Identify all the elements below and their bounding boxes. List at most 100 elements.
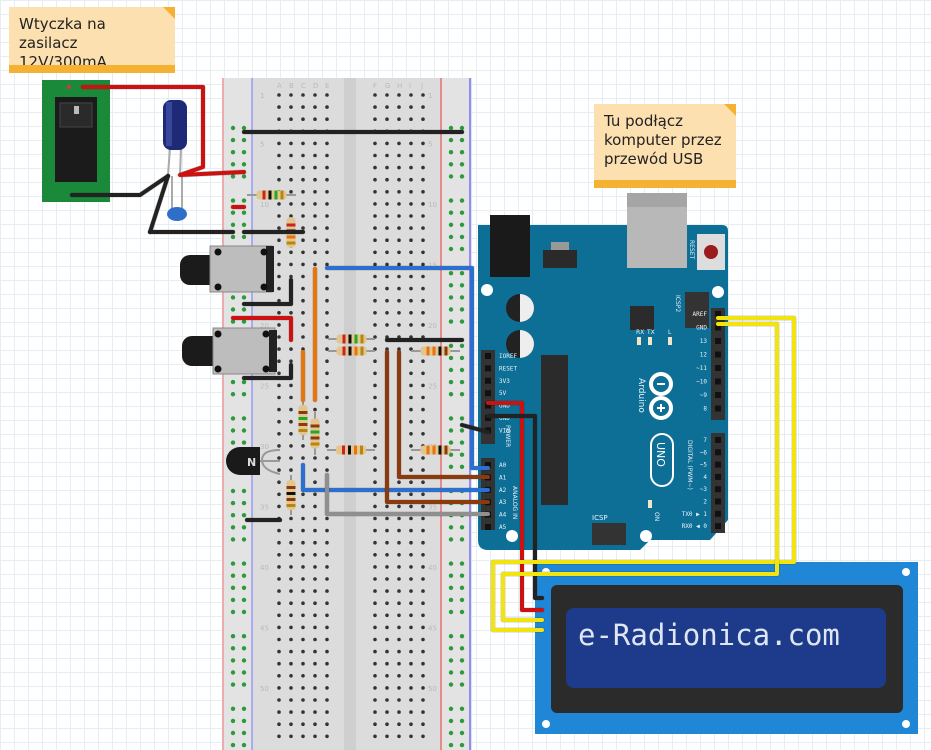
breadboard-hole[interactable] bbox=[409, 637, 413, 642]
digital-pin[interactable] bbox=[715, 437, 721, 443]
breadboard-hole[interactable] bbox=[313, 710, 317, 714]
breadboard-hole[interactable] bbox=[325, 516, 329, 521]
breadboard-hole[interactable] bbox=[277, 492, 281, 497]
rail-hole[interactable] bbox=[459, 210, 465, 215]
rail-hole[interactable] bbox=[230, 440, 236, 445]
breadboard-hole[interactable] bbox=[397, 274, 401, 279]
breadboard-hole[interactable] bbox=[277, 432, 281, 436]
breadboard-hole[interactable] bbox=[301, 456, 305, 460]
breadboard-hole[interactable] bbox=[409, 262, 413, 267]
breadboard-hole[interactable] bbox=[325, 202, 329, 206]
breadboard-hole[interactable] bbox=[325, 347, 329, 351]
rail-hole[interactable] bbox=[241, 513, 247, 518]
breadboard-hole[interactable] bbox=[325, 710, 329, 714]
breadboard-hole[interactable] bbox=[325, 456, 329, 460]
rail-hole[interactable] bbox=[448, 537, 454, 542]
breadboard-hole[interactable] bbox=[313, 528, 317, 533]
rail-hole[interactable] bbox=[448, 730, 454, 736]
breadboard-hole[interactable] bbox=[385, 734, 389, 739]
breadboard-hole[interactable] bbox=[385, 528, 389, 533]
breadboard-hole[interactable] bbox=[421, 686, 425, 690]
breadboard-hole[interactable] bbox=[397, 577, 401, 581]
breadboard-hole[interactable] bbox=[409, 480, 413, 485]
breadboard-hole[interactable] bbox=[313, 674, 317, 678]
rail-hole[interactable] bbox=[459, 343, 465, 348]
breadboard-hole[interactable] bbox=[277, 674, 281, 678]
breadboard-hole[interactable] bbox=[289, 202, 293, 206]
breadboard-hole[interactable] bbox=[409, 165, 413, 170]
breadboard-hole[interactable] bbox=[397, 649, 401, 654]
rail-hole[interactable] bbox=[241, 706, 247, 711]
rail-hole[interactable] bbox=[459, 198, 465, 203]
breadboard-hole[interactable] bbox=[325, 722, 329, 726]
breadboard-hole[interactable] bbox=[289, 93, 293, 97]
rail-hole[interactable] bbox=[448, 682, 454, 687]
breadboard-hole[interactable] bbox=[409, 649, 413, 654]
rail-hole[interactable] bbox=[459, 634, 465, 639]
breadboard-hole[interactable] bbox=[397, 553, 401, 557]
breadboard-hole[interactable] bbox=[421, 335, 425, 339]
breadboard-hole[interactable] bbox=[325, 395, 329, 400]
breadboard-hole[interactable] bbox=[301, 553, 305, 557]
rail-hole[interactable] bbox=[241, 319, 247, 324]
breadboard-hole[interactable] bbox=[385, 298, 389, 303]
breadboard-hole[interactable] bbox=[277, 238, 281, 242]
breadboard-hole[interactable] bbox=[277, 286, 281, 291]
breadboard-hole[interactable] bbox=[313, 117, 317, 121]
breadboard-hole[interactable] bbox=[421, 117, 425, 121]
wire-black-gnd-lcd[interactable] bbox=[486, 414, 544, 600]
breadboard-hole[interactable] bbox=[301, 214, 305, 218]
breadboard-hole[interactable] bbox=[313, 577, 317, 581]
breadboard-hole[interactable] bbox=[325, 625, 329, 630]
breadboard-hole[interactable] bbox=[397, 153, 401, 158]
rail-hole[interactable] bbox=[448, 246, 454, 252]
breadboard-hole[interactable] bbox=[289, 432, 293, 436]
breadboard-hole[interactable] bbox=[409, 250, 413, 255]
breadboard-hole[interactable] bbox=[313, 686, 317, 690]
breadboard-hole[interactable] bbox=[313, 238, 317, 242]
breadboard-hole[interactable] bbox=[301, 311, 305, 315]
breadboard-hole[interactable] bbox=[313, 625, 317, 630]
breadboard-hole[interactable] bbox=[325, 93, 329, 97]
breadboard-hole[interactable] bbox=[373, 456, 377, 460]
breadboard-hole[interactable] bbox=[397, 698, 401, 702]
breadboard-hole[interactable] bbox=[373, 311, 377, 315]
breadboard-hole[interactable] bbox=[421, 540, 425, 545]
rail-hole[interactable] bbox=[448, 597, 454, 603]
breadboard-hole[interactable] bbox=[373, 335, 377, 339]
rail-hole[interactable] bbox=[241, 718, 247, 724]
breadboard-hole[interactable] bbox=[421, 311, 425, 315]
breadboard-hole[interactable] bbox=[409, 286, 413, 291]
breadboard-hole[interactable] bbox=[373, 359, 377, 364]
breadboard-hole[interactable] bbox=[313, 649, 317, 654]
breadboard-hole[interactable] bbox=[313, 214, 317, 218]
breadboard-hole[interactable] bbox=[289, 601, 293, 605]
rail-hole[interactable] bbox=[241, 307, 247, 312]
breadboard-hole[interactable] bbox=[325, 311, 329, 315]
rail-hole[interactable] bbox=[448, 706, 454, 711]
rail-hole[interactable] bbox=[241, 646, 247, 651]
breadboard-hole[interactable] bbox=[277, 105, 281, 109]
rail-hole[interactable] bbox=[241, 634, 247, 639]
breadboard-hole[interactable] bbox=[325, 141, 329, 146]
rail-hole[interactable] bbox=[241, 428, 247, 433]
digital-pin[interactable] bbox=[715, 523, 721, 530]
breadboard-hole[interactable] bbox=[397, 686, 401, 690]
breadboard-hole[interactable] bbox=[409, 419, 413, 424]
rail-hole[interactable] bbox=[448, 452, 454, 457]
breadboard-hole[interactable] bbox=[373, 686, 377, 690]
breadboard-hole[interactable] bbox=[397, 613, 401, 618]
breadboard-hole[interactable] bbox=[325, 359, 329, 364]
rail-hole[interactable] bbox=[448, 573, 454, 578]
breadboard-hole[interactable] bbox=[301, 637, 305, 642]
breadboard-hole[interactable] bbox=[277, 686, 281, 690]
breadboard-hole[interactable] bbox=[373, 589, 377, 593]
breadboard-hole[interactable] bbox=[301, 323, 305, 327]
breadboard-hole[interactable] bbox=[325, 577, 329, 581]
rail-hole[interactable] bbox=[459, 682, 465, 687]
breadboard-hole[interactable] bbox=[421, 395, 425, 400]
rail-hole[interactable] bbox=[241, 742, 247, 748]
rail-hole[interactable] bbox=[448, 150, 454, 155]
breadboard-hole[interactable] bbox=[301, 492, 305, 497]
breadboard-hole[interactable] bbox=[325, 528, 329, 533]
